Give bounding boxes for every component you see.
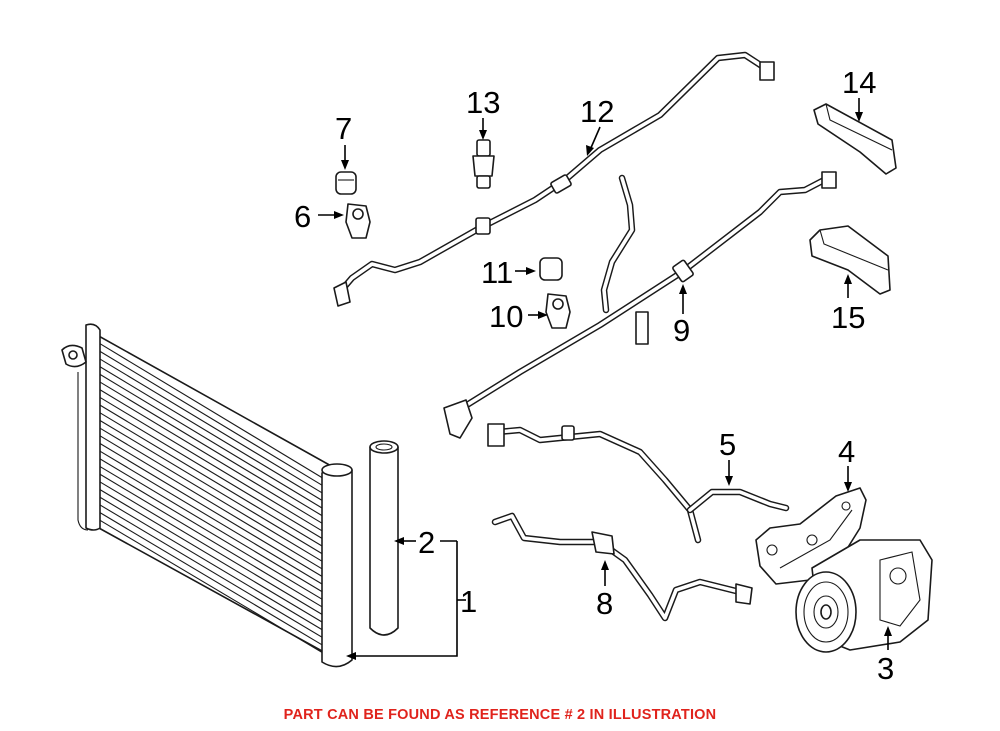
- callout-8: 8: [596, 586, 613, 621]
- switch-13: [472, 139, 495, 189]
- callout-13: 13: [466, 85, 500, 120]
- ac-hose-5: [487, 423, 790, 544]
- callout-15: 15: [831, 300, 865, 335]
- callout-11: 11: [481, 255, 513, 290]
- receiver-drier: [369, 440, 399, 636]
- callout-4: 4: [838, 434, 855, 469]
- valve-10: [545, 293, 571, 329]
- air-duct-15: [809, 225, 891, 295]
- callout-7: 7: [335, 111, 352, 146]
- air-duct-14: [813, 103, 897, 175]
- ac-line-12: [333, 51, 775, 307]
- callout-5: 5: [719, 427, 736, 462]
- reference-note: PART CAN BE FOUND AS REFERENCE # 2 IN IL…: [283, 707, 717, 723]
- valve-6: [345, 203, 371, 239]
- cap-7: [335, 171, 357, 195]
- callout-14: 14: [842, 65, 876, 100]
- ac-hose-8: [491, 512, 753, 622]
- callout-2: 2: [418, 525, 435, 560]
- condenser-fins: [99, 343, 323, 653]
- callout-10: 10: [489, 299, 523, 334]
- callout-12: 12: [580, 94, 614, 129]
- callout-9: 9: [673, 313, 690, 348]
- callout-3: 3: [877, 651, 894, 686]
- callout-leaders: [318, 98, 892, 660]
- cap-11: [539, 257, 563, 281]
- ac-line-9: [443, 171, 837, 439]
- condenser: [61, 323, 353, 668]
- callout-1: 1: [460, 584, 477, 619]
- ac-compressor: [795, 539, 933, 653]
- callout-6: 6: [294, 199, 311, 234]
